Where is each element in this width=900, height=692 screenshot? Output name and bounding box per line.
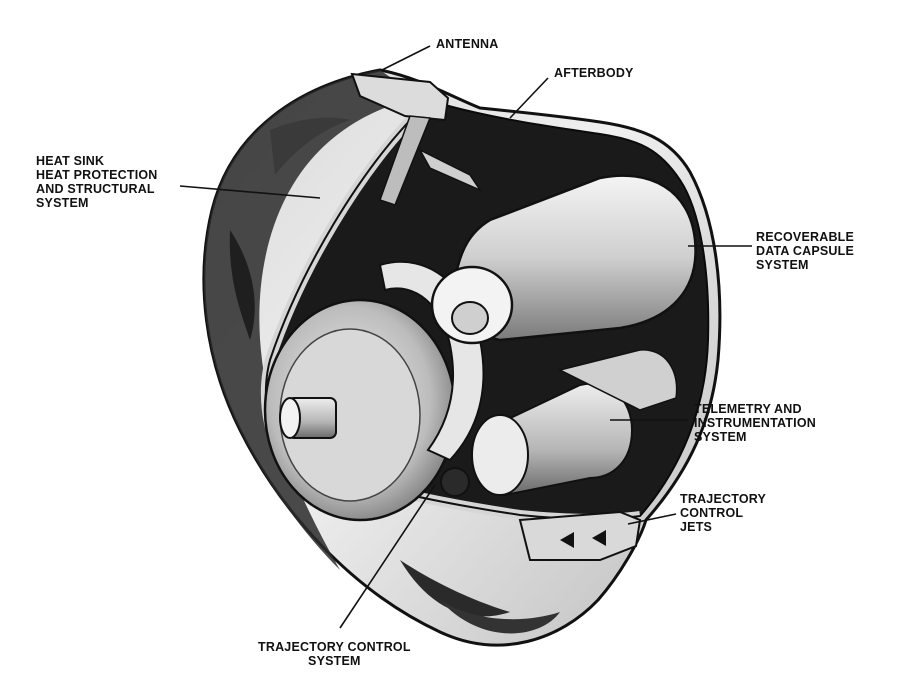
- label-recoverable-line-1: RECOVERABLE: [756, 230, 855, 244]
- label-recoverable-line-2: DATA CAPSULE: [756, 244, 854, 258]
- control-jets-housing: [518, 510, 642, 561]
- disk-nozzle-end: [279, 397, 301, 439]
- label-heat-sink-line-1: HEAT SINK: [36, 154, 105, 168]
- label-telemetry-line-2: INSTRUMENTATION: [694, 416, 816, 430]
- antenna-bracket: [418, 148, 483, 192]
- leader-trajectory-system: [339, 484, 436, 629]
- label-afterbody-line-1: AFTERBODY: [554, 66, 634, 80]
- shell-shadow-2: [270, 117, 350, 175]
- antenna-housing: [350, 72, 450, 122]
- leader-antenna: [381, 45, 431, 71]
- label-heat-sink-line-4: SYSTEM: [36, 196, 89, 210]
- label-trajectory-control-jets: TRAJECTORY CONTROL JETS: [680, 492, 766, 534]
- label-jets-line-1: TRAJECTORY: [680, 492, 767, 506]
- label-heat-sink-line-2: HEAT PROTECTION: [36, 168, 158, 182]
- label-afterbody: AFTERBODY: [554, 66, 634, 80]
- shell-shadow-4: [440, 600, 560, 634]
- leader-lines: [179, 45, 752, 629]
- shell-shadow-1: [229, 230, 255, 340]
- label-trajectory-system-line-1: TRAJECTORY CONTROL: [258, 640, 411, 654]
- leader-heat-sink: [179, 185, 321, 199]
- telemetry-cylinder-2: [557, 349, 678, 411]
- shell-shadow-3: [400, 560, 510, 617]
- label-trajectory-system-line-2: SYSTEM: [308, 654, 361, 668]
- leader-afterbody: [509, 77, 549, 119]
- heat-shield-band: [203, 70, 420, 570]
- control-jet-1: [560, 532, 574, 548]
- label-recoverable-data-capsule: RECOVERABLE DATA CAPSULE SYSTEM: [756, 230, 854, 272]
- leader-jets: [627, 513, 677, 525]
- control-jet-2: [592, 530, 606, 546]
- label-trajectory-control-system: TRAJECTORY CONTROL SYSTEM: [258, 640, 411, 668]
- antenna-strut: [379, 115, 432, 206]
- label-recoverable-line-3: SYSTEM: [756, 258, 809, 272]
- label-telemetry-line-3: SYSTEM: [694, 430, 747, 444]
- sensor-bulb: [440, 467, 470, 497]
- label-heat-sink: HEAT SINK HEAT PROTECTION AND STRUCTURAL…: [36, 154, 158, 210]
- label-heat-sink-line-3: AND STRUCTURAL: [36, 182, 155, 196]
- telemetry-cylinder-end: [471, 414, 529, 496]
- label-telemetry-line-1: TELEMETRY AND: [694, 402, 802, 416]
- label-jets-line-3: JETS: [680, 520, 713, 534]
- label-telemetry: TELEMETRY AND INSTRUMENTATION SYSTEM: [694, 402, 816, 444]
- label-antenna: ANTENNA: [436, 37, 499, 51]
- label-jets-line-2: CONTROL: [680, 506, 744, 520]
- data-capsule-end-inner: [451, 301, 489, 335]
- label-antenna-line-1: ANTENNA: [436, 37, 499, 51]
